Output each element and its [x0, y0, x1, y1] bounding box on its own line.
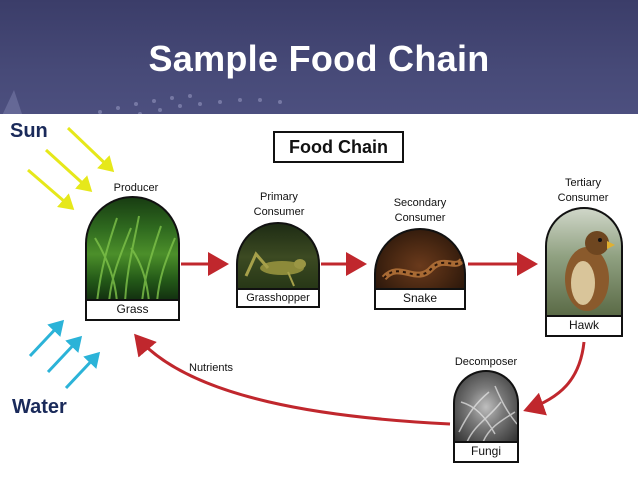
water-label: Water: [12, 396, 67, 418]
secondary-role-line1: Secondary: [393, 197, 447, 209]
snake-photo: [374, 228, 466, 290]
secondary-role-line2: Consumer: [394, 212, 446, 224]
secondary-consumer-role: Secondary Consumer: [380, 196, 460, 226]
slide-header: Sample Food Chain: [0, 0, 638, 120]
snake-figure: [381, 257, 464, 281]
slide-title: Sample Food Chain: [148, 38, 490, 79]
tertiary-role-line2: Consumer: [557, 192, 609, 204]
grass-photo: [85, 196, 180, 300]
sun-rays: [27, 126, 115, 210]
grass-label: Grass: [85, 299, 180, 321]
sun-label: Sun: [10, 120, 48, 142]
arrow-fungi-to-grass: [134, 333, 451, 426]
decorative-dots: [0, 90, 282, 120]
decomposer-role: Decomposer: [454, 356, 518, 368]
nutrients-label: Nutrients: [189, 362, 234, 374]
primary-consumer-role: Primary Consumer: [238, 190, 320, 220]
grasshopper-figure: [244, 251, 306, 287]
food-chain-title: Food Chain: [273, 131, 404, 163]
hawk-label: Hawk: [545, 315, 623, 337]
tertiary-role-line1: Tertiary: [564, 177, 602, 189]
grass-blades: [94, 215, 176, 300]
snake-label: Snake: [374, 288, 466, 310]
tertiary-consumer-role: Tertiary Consumer: [548, 176, 618, 206]
fungi-photo: [453, 370, 519, 442]
hawk-photo: [545, 207, 623, 316]
grasshopper-photo: [236, 222, 320, 290]
producer-role: Producer: [113, 182, 159, 194]
primary-role-line1: Primary: [260, 191, 298, 203]
primary-role-line2: Consumer: [253, 206, 305, 218]
hawk-figure: [565, 231, 615, 311]
grasshopper-label: Grasshopper: [236, 288, 320, 308]
fungi-texture: [458, 385, 517, 442]
arrow-hawk-to-fungi: [523, 341, 586, 416]
water-arrows: [28, 319, 101, 390]
fungi-label: Fungi: [453, 441, 519, 463]
